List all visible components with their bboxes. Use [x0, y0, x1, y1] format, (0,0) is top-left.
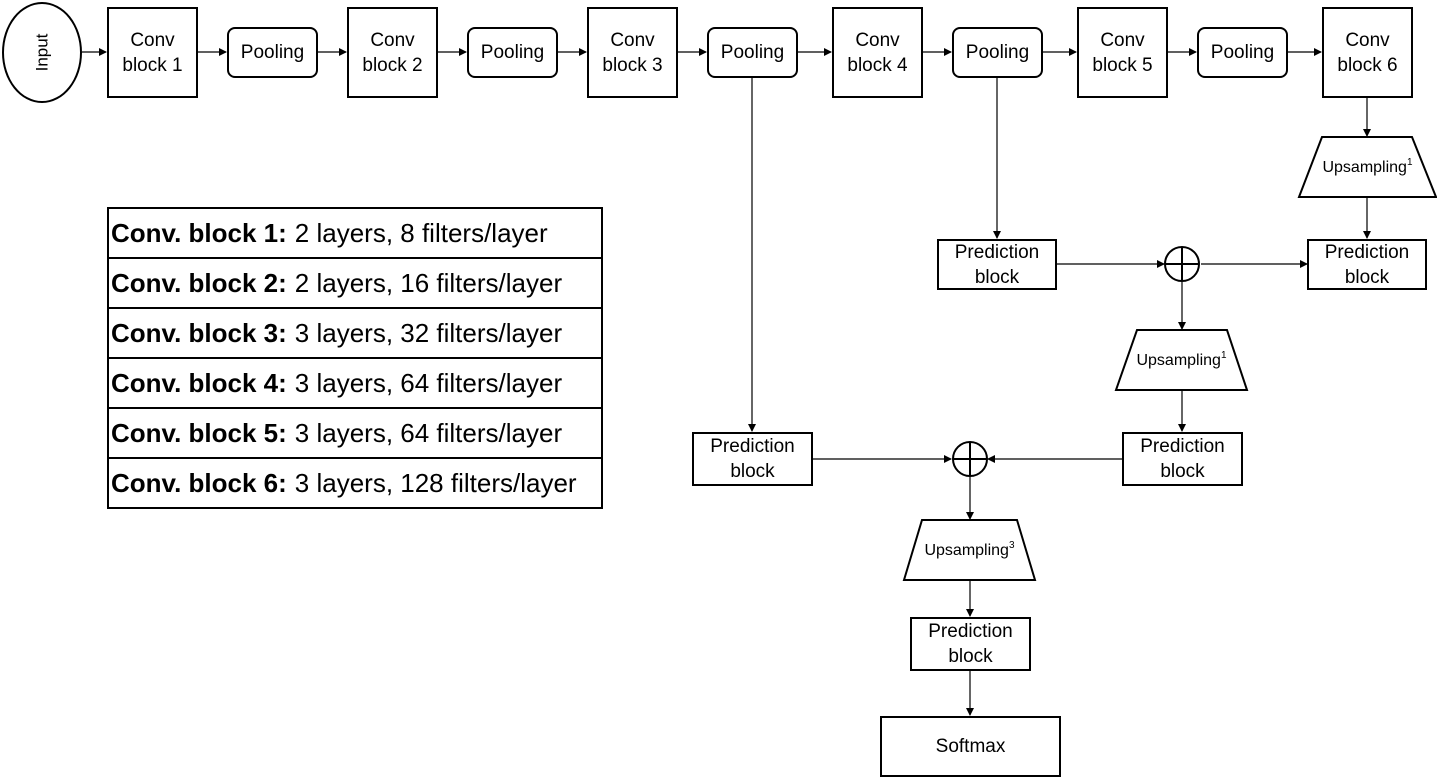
pooling-block-2: Pooling: [467, 27, 558, 78]
upsampling-1-sup: 1: [1406, 157, 1413, 168]
legend-row: Conv. block 2:2 layers, 16 filters/layer: [109, 259, 601, 309]
upsampling-1-text: Upsampling: [1322, 159, 1407, 176]
conv-block-4-line1: Conv: [855, 29, 900, 51]
legend-desc: 3 layers, 64 filters/layer: [294, 417, 563, 448]
pooling-label-5: Pooling: [1210, 42, 1275, 63]
prediction-line2: block: [1160, 461, 1205, 482]
pooling-label-4: Pooling: [965, 42, 1030, 63]
upsampling-2: Upsampling1: [1116, 330, 1247, 390]
conv-block-2-line1: Conv: [370, 29, 415, 51]
legend-row: Conv. block 1:2 layers, 8 filters/layer: [109, 209, 601, 259]
conv-block-3-line2: block 3: [602, 54, 663, 76]
legend-desc: 2 layers, 8 filters/layer: [294, 217, 548, 248]
prediction-line2: block: [948, 646, 993, 667]
input-node: Input: [2, 2, 82, 103]
prediction-line1: Prediction: [954, 241, 1040, 263]
prediction-block-final: Prediction block: [910, 617, 1031, 671]
conv-block-6-line1: Conv: [1345, 29, 1390, 51]
legend-row: Conv. block 4:3 layers, 64 filters/layer: [109, 359, 601, 409]
conv-block-3: Conv block 3: [587, 7, 678, 98]
conv-block-legend: Conv. block 1:2 layers, 8 filters/layer …: [107, 207, 603, 509]
conv-block-4: Conv block 4: [832, 7, 923, 98]
prediction-block-conv6: Prediction block: [1307, 239, 1427, 290]
prediction-line1: Prediction: [928, 621, 1013, 642]
softmax-label: Softmax: [935, 736, 1006, 757]
conv-block-5: Conv block 5: [1077, 7, 1168, 98]
pooling-label-2: Pooling: [480, 42, 545, 63]
legend-row: Conv. block 5:3 layers, 64 filters/layer: [109, 409, 601, 459]
upsampling-3-sup: 3: [1008, 540, 1015, 551]
legend-desc: 2 layers, 16 filters/layer: [294, 267, 563, 298]
conv-block-6-line2: block 6: [1337, 54, 1398, 76]
legend-desc: 3 layers, 128 filters/layer: [294, 467, 577, 498]
upsampling-1: Upsampling1: [1299, 137, 1436, 197]
prediction-block-mid: Prediction block: [1122, 432, 1243, 486]
legend-desc: 3 layers, 32 filters/layer: [294, 317, 563, 348]
upsampling-shape-3: [902, 519, 1037, 581]
upsampling-shape-2: [1114, 329, 1249, 391]
conv-block-1-line1: Conv: [130, 29, 175, 51]
legend-key: Conv. block 2:: [111, 267, 287, 298]
conv-block-1: Conv block 1: [107, 7, 198, 98]
legend-key: Conv. block 1:: [111, 217, 287, 248]
legend-key: Conv. block 6:: [111, 467, 287, 498]
prediction-line1: Prediction: [1140, 436, 1225, 457]
pooling-block-5: Pooling: [1197, 27, 1288, 78]
prediction-block-pool3: Prediction block: [692, 432, 813, 486]
legend-desc: 3 layers, 64 filters/layer: [294, 367, 563, 398]
pooling-block-4: Pooling: [952, 27, 1043, 78]
conv-block-2: Conv block 2: [347, 7, 438, 98]
conv-block-2-line2: block 2: [362, 54, 423, 76]
prediction-block-pool4: Prediction block: [937, 239, 1057, 290]
prediction-line1: Prediction: [1324, 241, 1410, 263]
conv-block-3-line1: Conv: [610, 29, 655, 51]
conv-block-6: Conv block 6: [1322, 7, 1413, 98]
sum-node-1: [1164, 246, 1200, 282]
upsampling-3: Upsampling3: [904, 520, 1035, 580]
sum-node-2: [952, 441, 988, 477]
conv-block-5-line2: block 5: [1092, 54, 1153, 76]
conv-block-5-line1: Conv: [1100, 29, 1145, 51]
pooling-label-3: Pooling: [720, 42, 785, 63]
prediction-line1: Prediction: [710, 436, 795, 457]
legend-row: Conv. block 6:3 layers, 128 filters/laye…: [109, 459, 601, 509]
softmax-block: Softmax: [880, 716, 1061, 777]
upsampling-shape-1: [1297, 136, 1437, 198]
pooling-label-1: Pooling: [240, 42, 305, 63]
pooling-block-3: Pooling: [707, 27, 798, 78]
conv-block-1-line2: block 1: [122, 54, 183, 76]
legend-key: Conv. block 5:: [111, 417, 287, 448]
prediction-line2: block: [974, 266, 1020, 288]
input-label: Input: [32, 33, 52, 72]
pooling-block-1: Pooling: [227, 27, 318, 78]
conv-block-4-line2: block 4: [847, 54, 908, 76]
prediction-line2: block: [730, 461, 775, 482]
upsampling-2-sup: 1: [1220, 350, 1227, 361]
legend-row: Conv. block 3:3 layers, 32 filters/layer: [109, 309, 601, 359]
prediction-line2: block: [1344, 266, 1390, 288]
upsampling-3-text: Upsampling: [924, 542, 1009, 559]
legend-key: Conv. block 3:: [111, 317, 287, 348]
legend-key: Conv. block 4:: [111, 367, 287, 398]
upsampling-2-text: Upsampling: [1136, 352, 1221, 369]
